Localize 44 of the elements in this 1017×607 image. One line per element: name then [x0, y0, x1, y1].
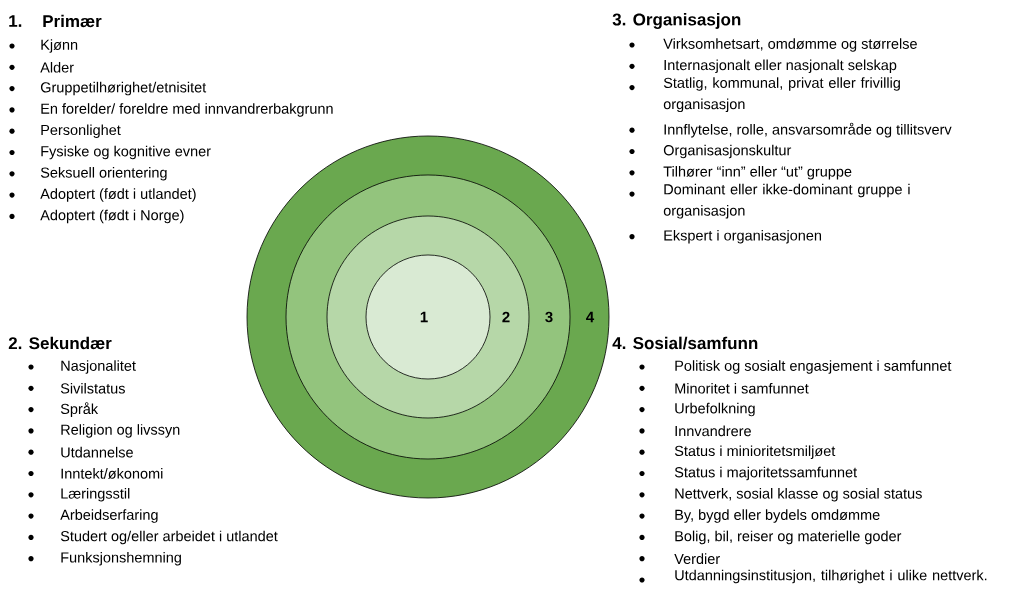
list-item: En forelder/ foreldre med innvandrerbakgrunn — [41, 103, 333, 117]
list-item: By, bygd eller bydels omdømme — [675, 509, 880, 523]
list-item: Virksomhetsart, omdømme og størrelse — [663, 38, 917, 52]
list-item: Kjønn — [41, 39, 78, 53]
list-item: Adoptert (født i Norge) — [40, 209, 184, 224]
ring: 1 — [365, 254, 491, 380]
list-item: Inntekt/økonomi — [61, 468, 163, 479]
list-item: Læringsstil — [61, 488, 130, 502]
list-item: Organisasjonskultur — [663, 144, 792, 159]
list-item: Politisk og sosialt engasjement i samfunnet — [675, 360, 952, 374]
list-item: Innvandrere — [675, 425, 751, 437]
heading: 2. Sekundær — [8, 336, 112, 350]
list-item: Alder — [40, 61, 74, 73]
list-item: Nasjonalitet — [61, 360, 136, 374]
list-item: Statlig, kommunal, privat eller frivillig organisasjon — [663, 77, 900, 113]
list-item: Sivilstatus — [60, 382, 125, 394]
list-item: Språk — [60, 402, 99, 417]
list-item: Bolig, bil, reiser og materielle goder — [675, 530, 902, 545]
list-item: Urbefolkning — [675, 402, 755, 417]
list-item: Status i majoritetssamfunnet — [674, 466, 857, 481]
list-item: Arbeidserfaring — [60, 509, 158, 523]
list-item: Internasjonalt eller nasjonalt selskap — [664, 59, 897, 74]
list-item: Nettverk, sosial klasse og sosial status — [675, 488, 922, 502]
list-item: Utdannelse — [61, 446, 133, 458]
list-item: Fysiske og kognitive evner — [41, 145, 211, 160]
heading: 1. — [9, 15, 22, 27]
list-item: Status i minioritetsmiljøet — [674, 445, 836, 459]
heading: Primær — [43, 14, 102, 28]
list-item: Funksjonshemning — [61, 551, 181, 566]
list-item: Gruppetilhørighet/etnisitet — [40, 81, 207, 96]
list-item: Seksuell orientering — [40, 167, 167, 181]
list-item: Minoritet i samfunnet — [675, 382, 809, 394]
list-item: Adoptert (født i utlandet) — [40, 188, 196, 202]
list-item: Studert og/eller arbeidet i utlandet — [60, 530, 278, 545]
list-item: Tilhører “inn” eller “ut” gruppe — [663, 166, 852, 180]
list-item: Innflytelse, rolle, ansvarsområde og tillitsverv — [664, 122, 952, 138]
list-item: Religion og livssyn — [61, 424, 180, 438]
list-item: Verdier — [674, 553, 720, 564]
heading: 4. Sosial/samfunn — [612, 336, 758, 350]
list-item: Ekspert i organisasjonen — [664, 229, 821, 244]
list-item: Personlighet — [41, 124, 121, 138]
list-item: Dominant eller ikke-dominant gruppe i organisasjon — [663, 183, 910, 219]
heading: 3. Organisasjon — [612, 13, 741, 29]
list-item: Utdanningsinstitusjon, tilhørighet i ulike nettverk. — [675, 569, 987, 584]
